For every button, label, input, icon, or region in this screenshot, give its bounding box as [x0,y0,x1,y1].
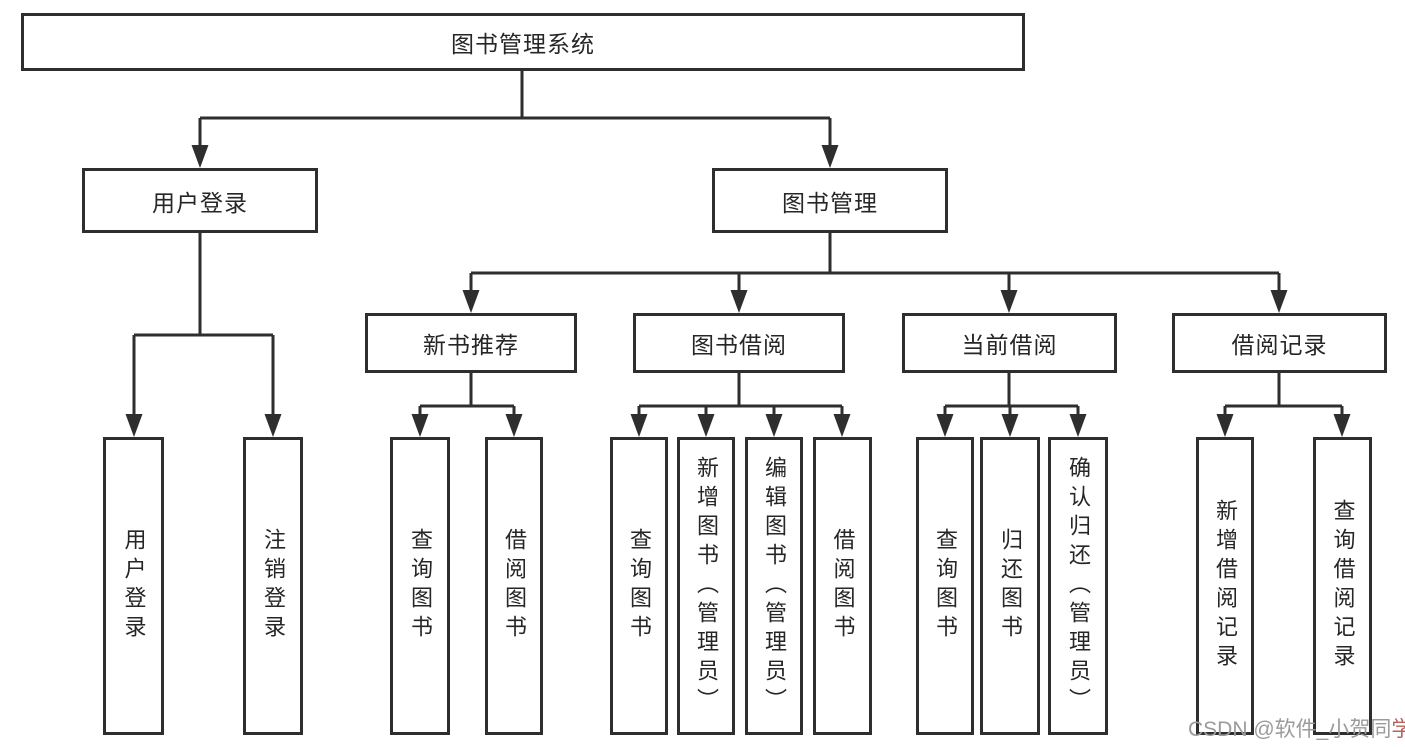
watermark-text-accent: 学 [1391,718,1405,741]
leaf-label: 确认归还（管理员） [1066,455,1091,717]
leaf-borrow-books-2: 借阅图书 [813,437,872,735]
leaf-label: 查询借阅记录 [1330,499,1356,673]
leaf-add-borrow-record: 新增借阅记录 [1196,437,1254,735]
leaf-user-login: 用户登录 [103,437,164,735]
leaf-query-books-2: 查询图书 [610,437,668,735]
leaf-label: 新增借阅记录 [1213,499,1238,673]
leaf-return-book: 归还图书 [980,437,1040,735]
node-book-management: 图书管理 [712,168,948,233]
node-new-book-recommend: 新书推荐 [365,313,577,373]
leaf-label: 借阅图书 [502,528,527,644]
leaf-query-books-3: 查询图书 [916,437,974,735]
leaf-confirm-return-admin: 确认归还（管理员） [1048,437,1108,735]
leaf-label: 用户登录 [121,528,147,644]
watermark-text: CSDN @软件_小贺同 [1188,718,1392,741]
leaf-label: 注销登录 [261,528,286,644]
leaf-edit-book-admin: 编辑图书（管理员） [745,437,803,735]
leaf-query-borrow-record: 查询借阅记录 [1313,437,1372,735]
leaf-query-books-1: 查询图书 [390,437,450,735]
node-book-borrow: 图书借阅 [633,313,845,373]
node-current-borrow: 当前借阅 [902,313,1117,373]
leaf-label: 归还图书 [998,528,1023,644]
node-system-root: 图书管理系统 [21,13,1025,71]
leaf-label: 借阅图书 [830,528,856,644]
leaf-add-book-admin: 新增图书（管理员） [677,437,735,735]
watermark: CSDN @软件_小贺同学 [1188,713,1405,743]
leaf-label: 查询图书 [627,528,652,644]
leaf-label: 编辑图书（管理员） [762,455,787,717]
leaf-label: 查询图书 [408,528,433,644]
leaf-borrow-books-1: 借阅图书 [485,437,543,735]
node-user-login: 用户登录 [82,168,318,233]
leaf-logout: 注销登录 [243,437,303,735]
leaf-label: 查询图书 [933,528,958,644]
leaf-label: 新增图书（管理员） [694,455,719,717]
node-borrow-records: 借阅记录 [1172,313,1387,373]
